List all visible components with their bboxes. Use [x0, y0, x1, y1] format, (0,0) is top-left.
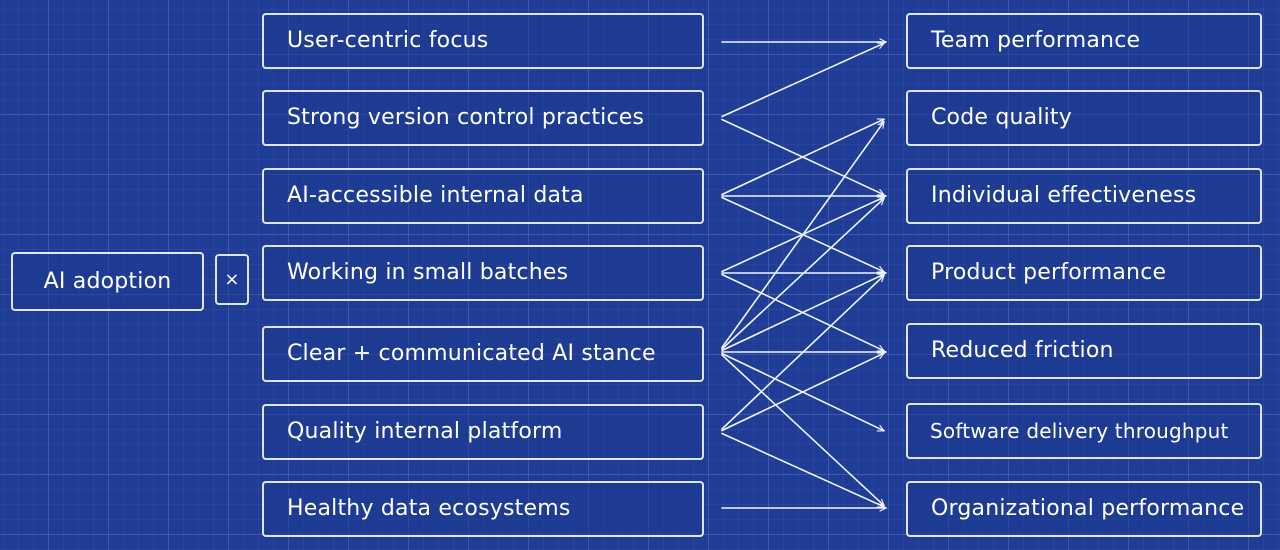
outcome-box-delivery-throughput: Software delivery throughput — [906, 403, 1262, 459]
outcome-label: Reduced friction — [931, 338, 1114, 363]
outcome-label: Code quality — [931, 105, 1072, 130]
outcome-box-product-performance: Product performance — [906, 245, 1262, 301]
capability-box-user-centric-focus: User-centric focus — [262, 13, 704, 69]
arrow-4-to-2 — [721, 198, 884, 350]
multiply-symbol-box: × — [215, 254, 249, 305]
capability-label: Working in small batches — [287, 260, 569, 285]
arrow-4-to-1 — [721, 122, 885, 349]
multiply-icon: × — [224, 268, 240, 290]
outcome-box-individual-effectiveness: Individual effectiveness — [906, 168, 1262, 224]
outcome-label: Product performance — [931, 260, 1167, 285]
outcome-label: Organizational performance — [931, 496, 1245, 521]
capability-box-ai-accessible-data: AI-accessible internal data — [262, 168, 704, 224]
outcome-box-team-performance: Team performance — [906, 13, 1262, 69]
capability-box-small-batches: Working in small batches — [262, 245, 704, 301]
capability-label: User-centric focus — [287, 28, 489, 53]
ai-adoption-label: AI adoption — [43, 268, 172, 294]
outcome-box-code-quality: Code quality — [906, 90, 1262, 146]
arrow-5-to-3 — [721, 275, 884, 430]
outcome-label: Individual effectiveness — [931, 183, 1197, 208]
arrow-2-to-3 — [721, 196, 884, 272]
capability-box-version-control: Strong version control practices — [262, 90, 704, 146]
arrow-4-to-5 — [721, 352, 884, 432]
capability-label: Quality internal platform — [287, 419, 563, 444]
outcome-box-reduced-friction: Reduced friction — [906, 323, 1262, 379]
outcome-label: Team performance — [931, 28, 1141, 53]
capability-label: Clear + communicated AI stance — [287, 341, 656, 366]
capability-label: AI-accessible internal data — [287, 183, 584, 208]
capability-box-data-ecosystems: Healthy data ecosystems — [262, 481, 704, 537]
arrow-3-to-2 — [721, 197, 884, 273]
outcome-box-organizational-performance: Organizational performance — [906, 481, 1262, 537]
arrow-5-to-6 — [721, 432, 884, 507]
arrow-1-to-2 — [721, 118, 884, 196]
capability-box-internal-platform: Quality internal platform — [262, 404, 704, 460]
arrow-1-to-0 — [721, 43, 884, 118]
capability-box-ai-stance: Clear + communicated AI stance — [262, 326, 704, 382]
arrow-5-to-4 — [721, 352, 884, 432]
outcome-label: Software delivery throughput — [930, 419, 1229, 443]
arrow-2-to-1 — [721, 118, 884, 196]
arrow-4-to-3 — [721, 273, 884, 352]
capability-label: Healthy data ecosystems — [287, 496, 571, 521]
arrow-3-to-4 — [721, 273, 884, 352]
capability-label: Strong version control practices — [287, 105, 645, 130]
ai-adoption-box: AI adoption — [11, 252, 204, 311]
arrow-4-to-6 — [721, 354, 884, 506]
